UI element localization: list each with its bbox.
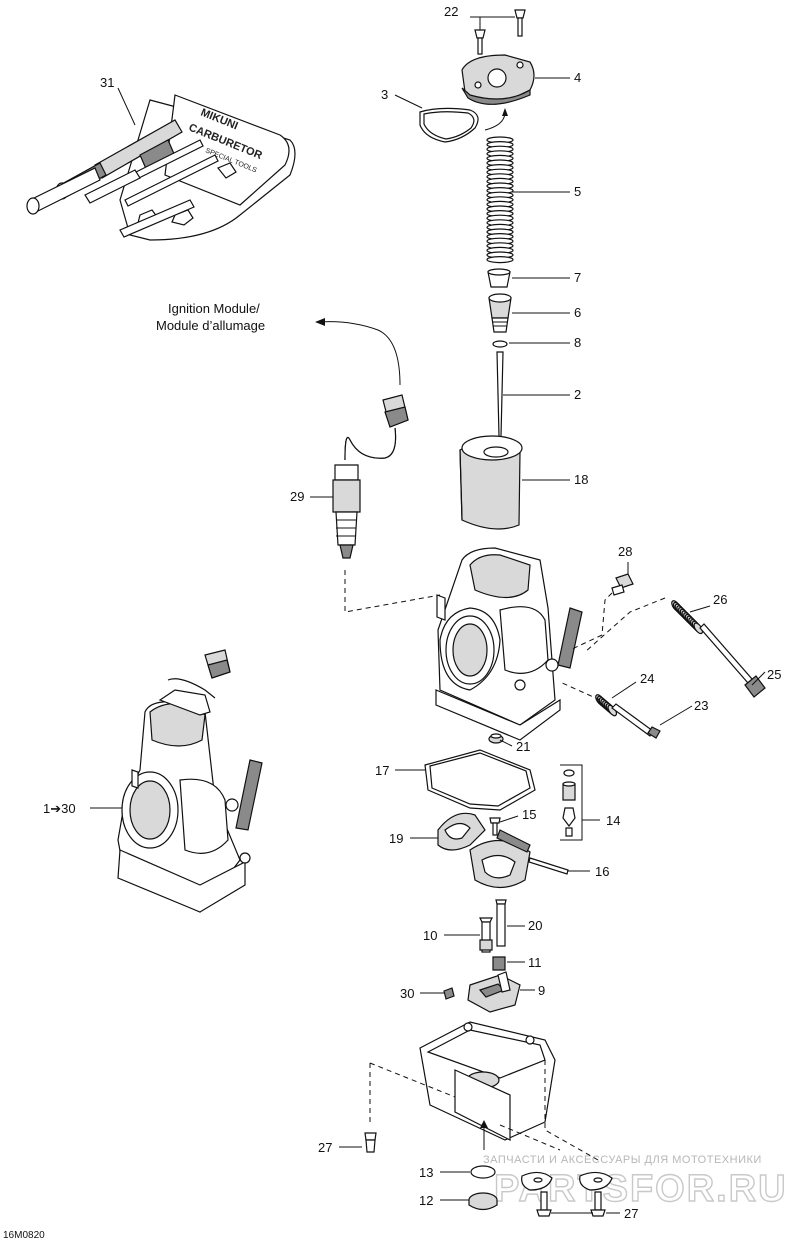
float-bowl-part (419, 1021, 556, 1141)
carburetor-body-part (435, 547, 583, 741)
figure-code: 16M0820 (3, 1230, 45, 1241)
callout-6: 6 (574, 305, 581, 320)
e-clip-part (492, 340, 508, 348)
callout-31: 31 (100, 75, 114, 90)
plug-21-part (488, 733, 504, 744)
destination-line-1: Ignition Module/ (168, 301, 260, 316)
needle-holder-part (488, 293, 512, 333)
screw-27a-part (364, 1132, 377, 1153)
o-ring-part (419, 107, 508, 143)
throttle-position-sensor-part (315, 318, 409, 559)
drain-plug-12-part (468, 1192, 498, 1211)
assembled-carburetor (117, 649, 263, 913)
destination-line-2: Module d’allumage (156, 318, 265, 333)
callout-7: 7 (574, 270, 581, 285)
callout-17: 17 (375, 763, 389, 778)
float-pin-part (528, 857, 569, 875)
screw-28-part (611, 573, 634, 596)
callout-9: 9 (538, 983, 545, 998)
float-chamber-gasket-part (424, 749, 536, 811)
o-ring-13-part (470, 1165, 496, 1179)
cap-screws-part (474, 9, 526, 55)
callout-11: 11 (528, 955, 542, 970)
callout-16: 16 (595, 864, 609, 879)
leader-lines (90, 16, 766, 1214)
callout-8: 8 (574, 335, 581, 350)
callout-30: 30 (400, 986, 414, 1001)
callout-29: 29 (290, 489, 304, 504)
callout-27-left: 27 (318, 1140, 332, 1155)
callout-12: 12 (419, 1193, 433, 1208)
needle-valve-set-part (560, 764, 583, 841)
callout-5: 5 (574, 184, 581, 199)
tool-wrench-bits (26, 139, 237, 238)
jet-11-part (492, 956, 506, 971)
callout-15: 15 (522, 807, 536, 822)
callout-4: 4 (574, 70, 581, 85)
callout-19: 19 (389, 831, 403, 846)
callout-20: 20 (528, 918, 542, 933)
callout-14: 14 (606, 813, 620, 828)
throttle-slide-part (459, 435, 523, 530)
plug-30-part (443, 987, 455, 1000)
part-callouts: 22 4 3 31 5 7 6 8 2 18 29 28 26 25 24 23… (43, 4, 781, 1221)
callout-13: 13 (419, 1165, 433, 1180)
throttle-spring-part (486, 136, 514, 264)
float-screw-part (489, 817, 501, 836)
callout-26: 26 (713, 592, 727, 607)
callout-10: 10 (423, 928, 437, 943)
carburetor-cap-part (461, 54, 535, 105)
main-jet-10-part (479, 917, 493, 953)
float-part (437, 812, 531, 889)
callout-2: 2 (574, 387, 581, 402)
pilot-air-screw-part (671, 600, 766, 698)
washer-pair-part (521, 1171, 613, 1217)
callout-28: 28 (618, 544, 632, 559)
callout-18: 18 (574, 472, 588, 487)
callout-24: 24 (640, 671, 654, 686)
callout-1-to-30: 1➔30 (43, 801, 76, 816)
special-tool-kit-part: MIKUNI CARBURETOR SPECIAL TOOLS (26, 94, 296, 241)
callout-22: 22 (444, 4, 458, 19)
baffle-part (467, 971, 521, 1013)
callout-27-right: 27 (624, 1206, 638, 1221)
ignition-module-label: Ignition Module/ Module d’allumage (156, 301, 265, 333)
spring-seat-part (487, 268, 511, 288)
callout-3: 3 (381, 87, 388, 102)
callout-25: 25 (767, 667, 781, 682)
jet-needle-part (496, 351, 504, 441)
watermark-subtitle: ЗАПЧАСТИ И АКСЕССУАРЫ ДЛЯ МОТОТЕХНИКИ (483, 1154, 762, 1166)
callout-21: 21 (516, 739, 530, 754)
needle-jet-20-part (495, 899, 507, 947)
callout-23: 23 (694, 698, 708, 713)
throttle-stop-screw-part (595, 694, 661, 739)
